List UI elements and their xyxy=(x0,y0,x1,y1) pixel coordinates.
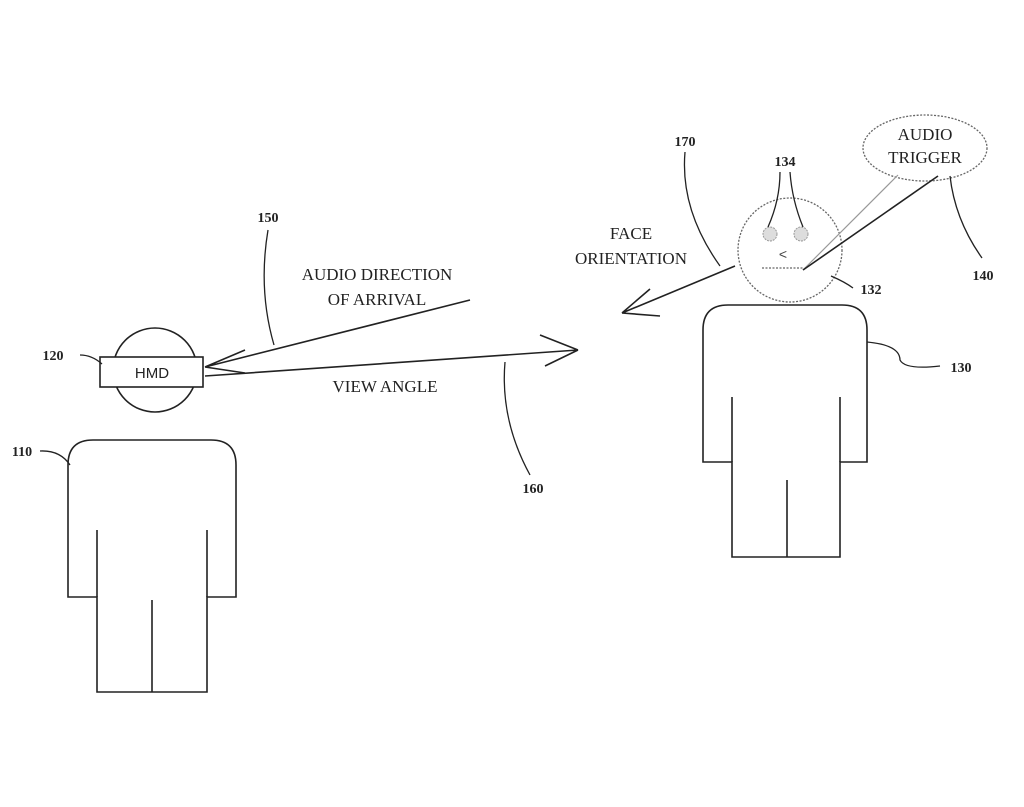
speaker-figure: < xyxy=(702,197,868,558)
audio-direction-label-1: AUDIO DIRECTION xyxy=(302,265,453,284)
speaker-body-details xyxy=(731,397,841,557)
hmd-device xyxy=(99,356,204,388)
reference-leaders xyxy=(39,151,983,476)
audio-direction-label-2: OF ARRIVAL xyxy=(328,290,426,309)
speaker-face xyxy=(737,197,843,303)
user-figure: HMD xyxy=(67,327,237,693)
view-angle-label: VIEW ANGLE xyxy=(333,377,438,396)
view-angle-arrow xyxy=(204,334,579,377)
ref-160: 160 xyxy=(523,482,544,497)
ref-134: 134 xyxy=(775,155,796,170)
face-orientation-label-1: FACE xyxy=(610,224,652,243)
hmd-label: HMD xyxy=(135,365,169,382)
ref-132: 132 xyxy=(861,283,882,298)
eye-right xyxy=(793,226,809,242)
ref-110: 110 xyxy=(12,445,32,460)
audio-trigger-label-2: TRIGGER xyxy=(888,148,962,167)
audio-direction-arrow xyxy=(204,299,471,374)
ref-150: 150 xyxy=(258,211,279,226)
user-body xyxy=(67,439,237,693)
speaker-body xyxy=(702,304,868,558)
user-body-details xyxy=(96,530,208,692)
audio-trigger-bubble: AUDIO TRIGGER xyxy=(802,114,988,271)
face-orientation-label-2: ORIENTATION xyxy=(575,249,687,268)
ref-120: 120 xyxy=(43,349,64,364)
ref-170: 170 xyxy=(675,135,696,150)
nose-symbol: < xyxy=(779,246,787,262)
ref-140: 140 xyxy=(973,269,994,284)
face-orientation-arrow xyxy=(621,265,736,317)
audio-trigger-label-1: AUDIO xyxy=(898,125,953,144)
eye-left xyxy=(762,226,778,242)
ref-130: 130 xyxy=(951,361,972,376)
